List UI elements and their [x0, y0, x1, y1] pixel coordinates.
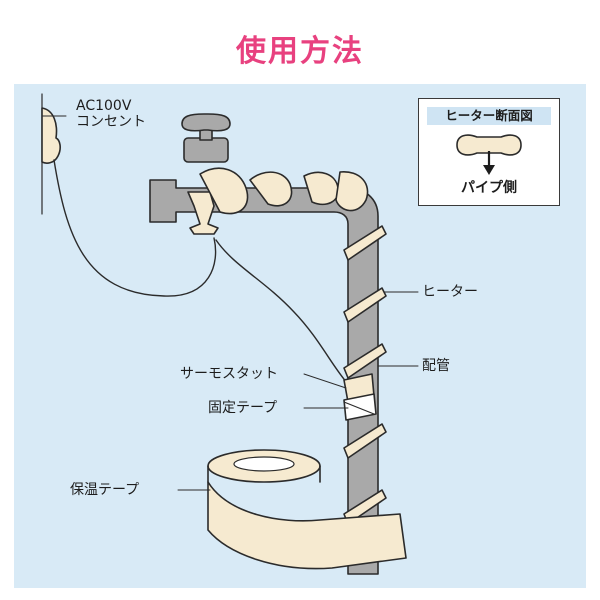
arrow-head [483, 165, 495, 175]
label-outlet: AC100V コンセント [76, 98, 146, 130]
illustration-panel: AC100V コンセント ヒーター 配管 サーモスタット 固定テープ 保温テープ… [14, 84, 586, 588]
power-cord [53, 159, 217, 297]
installation-diagram [41, 93, 419, 575]
heater-wrap [343, 225, 387, 261]
faucet-spout-nozzle [187, 191, 219, 235]
heater-wrap [249, 171, 293, 207]
insulation-tape-roll-side [207, 465, 321, 483]
faucet-body [183, 137, 229, 163]
heater-wrap [335, 171, 369, 212]
heater-wrap [343, 287, 387, 323]
thermostat-cord [215, 239, 349, 385]
label-heater: ヒーター [422, 284, 478, 300]
label-insulation-tape: 保温テープ [70, 482, 140, 498]
heater-wrap [343, 343, 387, 379]
page-title: 使用方法 [236, 34, 364, 69]
label-thermostat: サーモスタット [180, 366, 278, 382]
leader-thermostat [303, 373, 347, 389]
heater-cross-section [456, 134, 522, 175]
fixing-tape [343, 393, 377, 421]
insulation-tape-roll-inner [233, 456, 295, 472]
faucet-handle [181, 113, 231, 132]
heater-profile [456, 134, 522, 156]
label-pipe: 配管 [422, 358, 450, 374]
insulation-tape-band [207, 481, 407, 570]
heater-cross-section-inset: ヒーター断面図 パイプ側 [418, 98, 560, 206]
outlet-icon [41, 107, 61, 164]
inset-footer: パイプ側 [461, 180, 517, 196]
inset-title: ヒーター断面図 [427, 107, 551, 125]
label-fixing-tape: 固定テープ [208, 400, 278, 416]
heater-wrap [343, 423, 387, 459]
heater-wrap [199, 167, 249, 215]
